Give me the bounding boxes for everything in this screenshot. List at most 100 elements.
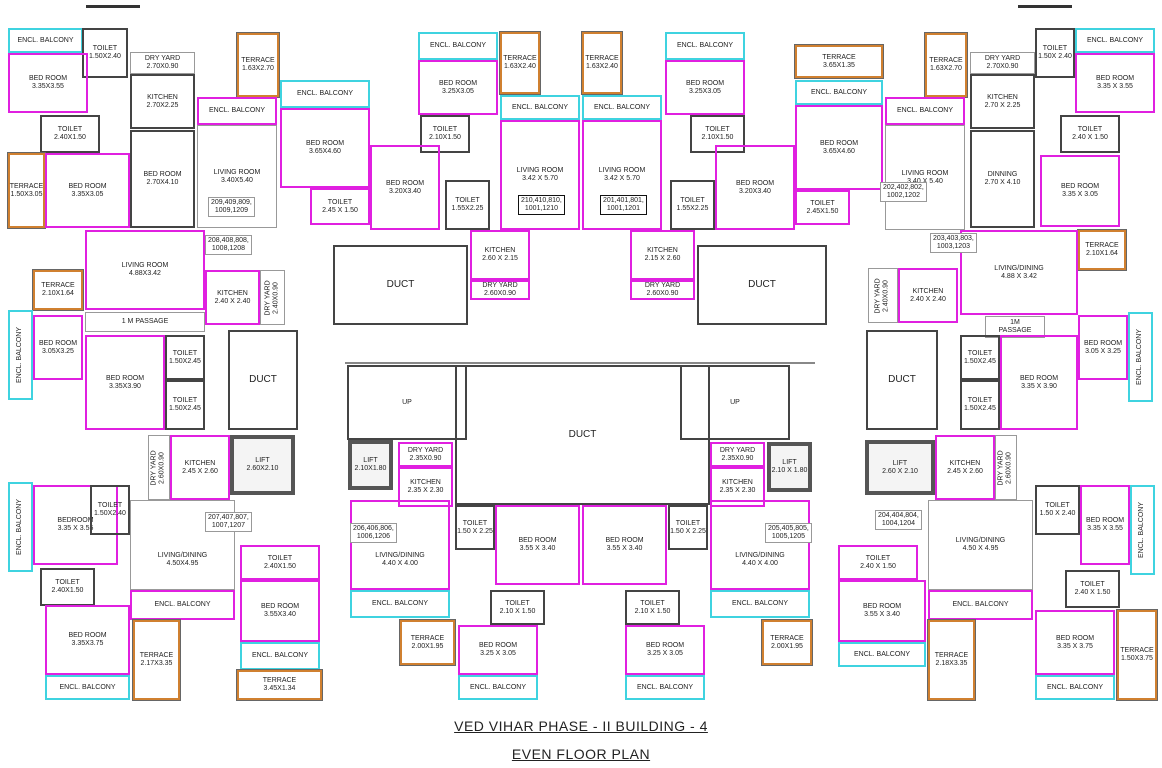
room-label: ENCL. BALCONY <box>430 42 486 50</box>
room-name: ENCL. BALCONY <box>469 683 527 691</box>
room-name: ENCL. BALCONY <box>731 600 789 607</box>
room-name: ENCL. BALCONY <box>1086 36 1144 44</box>
room-name: ENCL. BALCONY <box>511 103 569 111</box>
room-name: TERRACE <box>41 282 75 289</box>
unit-numbers: 1001,1210 <box>524 205 558 212</box>
room-name: BED ROOM <box>438 79 478 87</box>
room-name: TOILET <box>1077 126 1103 133</box>
room-name: LIVING ROOM <box>598 167 646 174</box>
room-dimensions: 3.65X1.35 <box>823 61 855 69</box>
unit-number-tag: 204,404,804,1004,1204 <box>875 510 922 530</box>
room-dimensions: 4.50X4.95 <box>166 560 199 567</box>
room-name: LIVING/DINING <box>735 552 785 559</box>
unit-numbers: 206,406,806, <box>353 525 394 532</box>
room-name: KITCHEN <box>647 247 678 254</box>
room-dimensions: 3.55 X 3.40 <box>606 545 643 552</box>
room-name: BED ROOM <box>305 140 345 147</box>
room-dimensions: 2.10 X 1.80 <box>771 467 808 474</box>
room-name: TOILET <box>172 397 198 404</box>
room-name: TOILET <box>455 197 480 204</box>
room-name: KITCHEN <box>722 479 753 486</box>
room-dimensions: 3.35 X 3.55 <box>57 525 94 532</box>
room-name: TERRACE <box>503 55 537 62</box>
room-name: TOILET <box>1045 502 1070 509</box>
room-name: ENCL. BALCONY <box>59 683 116 691</box>
room-dimensions: 2.40 X 2.40 <box>214 297 251 305</box>
room-label: ENCL. BALCONY <box>17 327 25 383</box>
unit-number-tag: 205,405,805,1005,1205 <box>765 523 812 543</box>
room-dimensions: 2.00X1.95 <box>411 642 444 650</box>
room-dimensions: 3.25 X 3.05 <box>480 650 516 657</box>
room-dimensions: 1.55X2.25 <box>676 205 709 212</box>
room-dimensions: 4.50 X 4.95 <box>962 545 999 552</box>
unit-numbers: 1009,1209 <box>214 207 248 214</box>
room-name: ENCL. BALCONY <box>371 600 429 607</box>
room-label: ENCL. BALCONY <box>297 90 353 98</box>
room-name: 1 M PASSAGE <box>121 318 169 325</box>
room-name: TERRACE <box>770 634 804 642</box>
room-name: TOILET <box>1042 45 1068 52</box>
room-name: ENCL. BALCONY <box>636 683 694 691</box>
room-name: BED ROOM <box>38 339 78 347</box>
room-name: ENCL. BALCONY <box>251 652 309 659</box>
room-name: LIVING/DINING <box>955 537 1006 544</box>
room-dimensions: 2.45 X 1.50 <box>322 206 358 214</box>
room-1-m-passage: 1 M PASSAGE <box>85 312 205 332</box>
room-dimensions: 3.35 X 3.90 <box>1021 382 1057 390</box>
unit-numbers: 1002,1202 <box>886 192 920 199</box>
room-dimensions: 2.10X1.64 <box>1086 250 1118 257</box>
room-name: BED ROOM <box>819 139 859 147</box>
room-name: LIVING ROOM <box>901 169 949 177</box>
room-duct: DUCT <box>866 330 938 430</box>
room-name: LIVING ROOM <box>516 167 564 174</box>
room-encl-balcony: ENCL. BALCONY <box>1128 312 1153 402</box>
unit-numbers: 1005,1205 <box>771 533 805 540</box>
room-name: BED ROOM <box>605 537 644 544</box>
room-label: ENCL. BALCONY <box>1137 329 1145 385</box>
room-name: TERRACE <box>934 652 969 659</box>
room-dimensions: 3.35X3.05 <box>71 190 104 198</box>
room-dimensions: 1.50X3.05 <box>10 190 43 198</box>
room-dimensions: 3.35 X 3.05 <box>1062 191 1098 198</box>
room-label: ENCL. BALCONY <box>594 104 650 112</box>
room-name: ENCL. BALCONY <box>593 103 651 111</box>
unit-numbers: 207,407,807, <box>208 514 249 521</box>
room-dimensions: 2.70X0.90 <box>146 63 179 70</box>
